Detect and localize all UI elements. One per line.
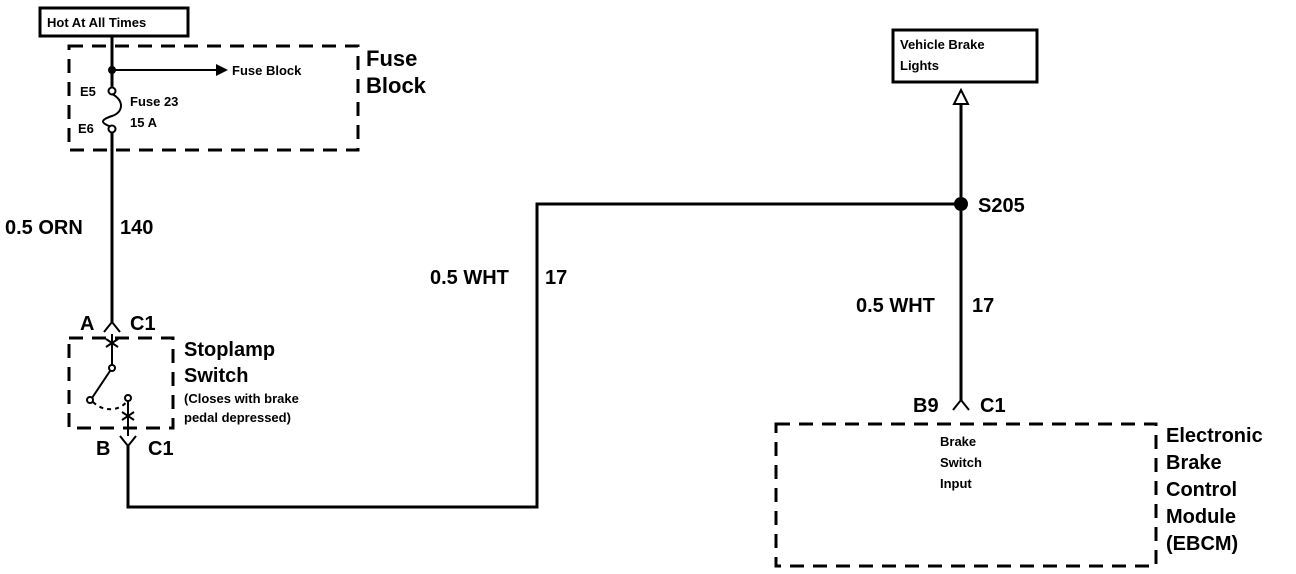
fuse-block-title-line2: Block: [366, 73, 427, 98]
stoplamp-conn-bottom: C1: [148, 438, 174, 460]
switch-contact-arm-icon: [91, 370, 111, 399]
ebcm-conn: C1: [980, 395, 1006, 417]
fuse-pin-e6: E6: [78, 121, 94, 136]
fuse-block: Fuse Block Fuse Block E5 E6 Fuse 23 15 A: [67, 36, 427, 152]
vehicle-brake-lights-line1: Vehicle Brake: [900, 37, 985, 52]
connector-b-icon: [119, 435, 137, 448]
fuse-block-outline: [67, 44, 360, 152]
hot-at-all-times-box: Hot At All Times: [38, 6, 190, 38]
fuse-block-arrow-icon: [216, 64, 228, 76]
vehicle-brake-lights-line2: Lights: [900, 58, 939, 73]
stoplamp-pin-b: B: [96, 438, 110, 460]
splice-s205-dot: [954, 197, 968, 211]
ebcm-input-line2: Switch: [940, 455, 982, 470]
fuse-terminal-e5: [107, 86, 117, 96]
stoplamp-switch: A C1 Stoplamp Switch (Closes with brake …: [67, 313, 299, 460]
stoplamp-pin-a: A: [80, 313, 94, 335]
fuse-element-icon: [102, 93, 122, 128]
wire-orn-gauge-color: 0.5 ORN: [5, 217, 83, 239]
arrow-up-icon: [952, 87, 970, 105]
stoplamp-note-line1: (Closes with brake: [184, 391, 299, 406]
ebcm-input-line1: Brake: [940, 434, 976, 449]
switch-bottom-contact-icon: [124, 394, 132, 402]
wire-wht-right-gauge-color: 0.5 WHT: [856, 295, 935, 317]
fuse-rating: 15 A: [130, 115, 158, 130]
ebcm-input-line3: Input: [940, 476, 972, 491]
switch-bottom-terminal-icon: [121, 411, 135, 421]
wire-wht-right-circuit: 17: [972, 295, 994, 317]
connector-b9-icon: [952, 398, 970, 411]
ebcm-title-line3: Control: [1166, 479, 1237, 501]
ebcm-outline: [774, 422, 1158, 568]
connector-a-icon: [103, 320, 121, 333]
stoplamp-note-line2: pedal depressed): [184, 410, 291, 425]
ebcm-title-line2: Brake: [1166, 452, 1222, 474]
wire-wht-17-left: [126, 202, 961, 509]
ebcm-pin-b9: B9: [913, 395, 939, 417]
wire-wht-left-circuit: 17: [545, 267, 567, 289]
switch-contact-icon: [86, 396, 94, 404]
ebcm-module: B9 C1 Brake Switch Input Electronic Brak…: [774, 395, 1263, 568]
fuse-block-arrow-label: Fuse Block: [232, 63, 302, 78]
stoplamp-title-line2: Switch: [184, 365, 248, 387]
wire-wht-left-gauge-color: 0.5 WHT: [430, 267, 509, 289]
ebcm-title-line4: Module: [1166, 506, 1236, 528]
fuse-terminal-e6: [107, 124, 117, 134]
fuse-name: Fuse 23: [130, 94, 178, 109]
ebcm-title-line1: Electronic: [1166, 425, 1263, 447]
wire-orn-circuit: 140: [120, 217, 153, 239]
stoplamp-title-line1: Stoplamp: [184, 339, 275, 361]
switch-top-terminal-icon: [105, 338, 119, 348]
fuse-block-title-line1: Fuse: [366, 46, 417, 71]
switch-pivot-icon: [108, 364, 116, 372]
hot-at-all-times-label: Hot At All Times: [47, 15, 146, 30]
vehicle-brake-lights-box: [891, 28, 1039, 84]
splice-s205-label: S205: [978, 195, 1025, 217]
stoplamp-switch-outline: [67, 336, 175, 430]
switch-actuation-dashed-icon: [92, 399, 129, 411]
stoplamp-conn-top: C1: [130, 313, 156, 335]
ebcm-title-line5: (EBCM): [1166, 533, 1238, 555]
fuse-pin-e5: E5: [80, 84, 96, 99]
